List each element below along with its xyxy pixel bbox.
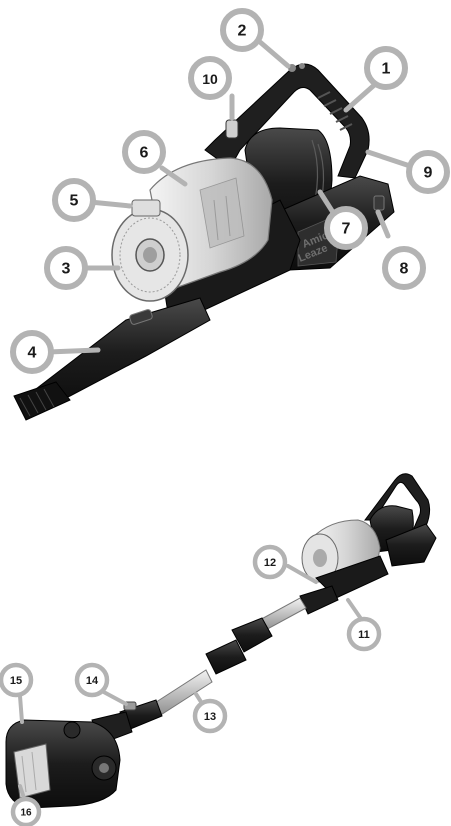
callout-9: 9 <box>406 150 450 194</box>
callout-circle <box>10 330 54 374</box>
callout-circle <box>252 544 288 580</box>
handle-grip <box>317 91 353 131</box>
callout-5: 5 <box>52 178 96 222</box>
callout-7: 7 <box>324 206 368 250</box>
callout-8: 8 <box>382 246 426 290</box>
callout-12: 12 <box>252 544 288 580</box>
callout-circle <box>10 796 42 826</box>
floor-head-window <box>13 743 51 799</box>
callout-number: 6 <box>140 145 149 162</box>
callout-14: 14 <box>74 662 110 698</box>
callout-circle <box>406 150 450 194</box>
callout-number: 5 <box>70 193 79 210</box>
callout-number: 4 <box>28 345 37 362</box>
callout-number: 16 <box>20 808 32 819</box>
callout-circle <box>382 246 426 290</box>
callout-circle <box>188 56 232 100</box>
callout-number: 7 <box>342 221 351 238</box>
nozzle-release-button[interactable] <box>129 309 153 325</box>
callout-circle <box>364 46 408 90</box>
cyclone <box>199 177 245 249</box>
callout-circle <box>220 8 264 52</box>
wand-connector <box>299 585 339 615</box>
callout-4: 4 <box>10 330 54 374</box>
trigger-lock[interactable] <box>225 119 239 139</box>
callout-number: 3 <box>62 261 71 278</box>
callout-11: 11 <box>346 616 382 652</box>
battery-release-button[interactable] <box>373 195 385 211</box>
stick-assembly-illustration <box>5 473 437 809</box>
callout-circle <box>122 130 166 174</box>
callout-circle <box>346 616 382 652</box>
callout-number: 12 <box>264 557 276 569</box>
brush-bristles <box>13 381 71 421</box>
callout-1: 1 <box>364 46 408 90</box>
callout-number: 2 <box>238 23 247 40</box>
callout-circle <box>74 662 110 698</box>
tube-coupling <box>231 617 273 653</box>
callout-number: 9 <box>424 165 433 182</box>
callout-circle <box>44 246 88 290</box>
callout-number: 10 <box>202 71 218 87</box>
callout-6: 6 <box>122 130 166 174</box>
mode-button[interactable] <box>299 63 305 69</box>
callout-number: 14 <box>86 675 99 687</box>
mini-handle <box>364 473 431 533</box>
callout-circle <box>0 662 34 698</box>
callout-circle <box>324 206 368 250</box>
callout-circle <box>52 178 96 222</box>
bin-latch[interactable] <box>131 199 161 217</box>
mini-battery <box>385 523 437 567</box>
callout-10: 10 <box>188 56 232 100</box>
callout-number: 8 <box>400 261 409 278</box>
callout-13: 13 <box>192 698 228 734</box>
callout-number: 15 <box>10 675 22 687</box>
callout-circle <box>192 698 228 734</box>
callout-number: 1 <box>382 61 391 78</box>
callout-15: 15 <box>0 662 34 698</box>
callout-16: 16 <box>10 796 42 826</box>
callout-3: 3 <box>44 246 88 290</box>
callout-2: 2 <box>220 8 264 52</box>
floor-head-roller <box>63 721 81 739</box>
callout-number: 11 <box>358 629 370 641</box>
callout-number: 13 <box>204 711 216 723</box>
